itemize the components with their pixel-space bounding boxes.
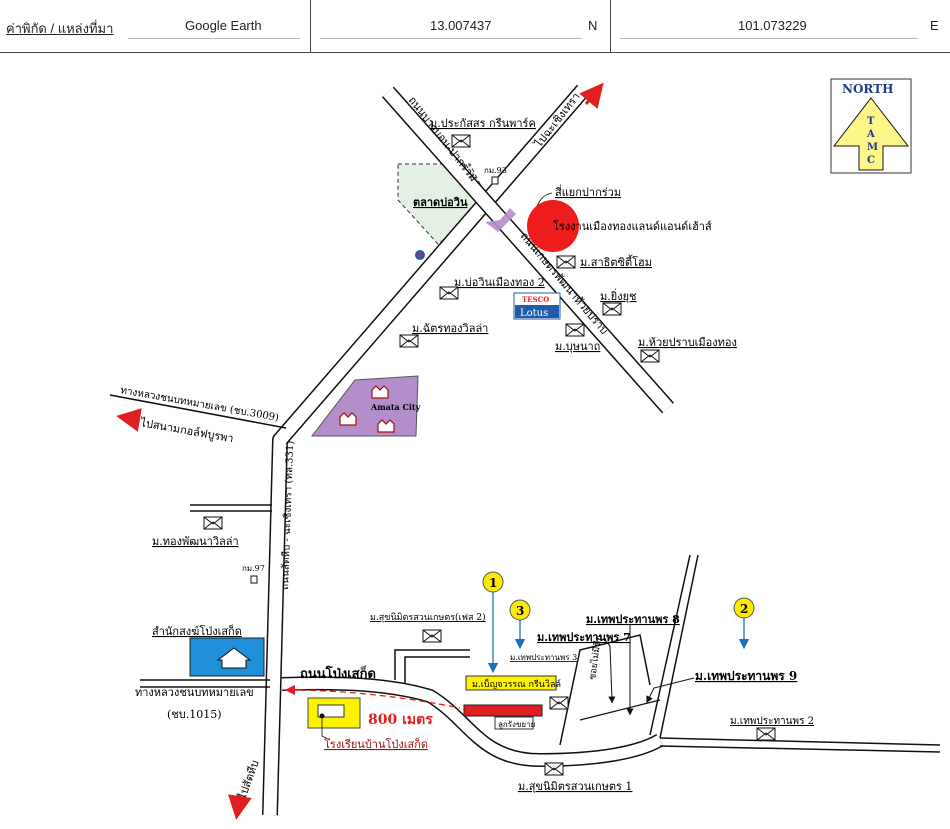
school-pointer <box>321 716 331 741</box>
compass-letter-c: C <box>867 155 875 166</box>
compass-letter-a: A <box>866 129 875 140</box>
m-bunyanat-label: ม.บุษนาถ <box>555 340 600 353</box>
m-chatchon-envelope-icon <box>399 334 419 348</box>
distance-dashed-line <box>289 689 461 709</box>
m-thep9-label: ม.เทพประทานพร 9 <box>695 669 797 683</box>
coord-cell: ค่าพิกัด / แหล่งที่มา Google Earth <box>0 0 311 52</box>
benjawan-label-box <box>465 675 557 691</box>
to-chachoengsao-label: ไปฉะเชิงเทรา <box>532 90 583 150</box>
m-bowin-envelope-icon <box>439 286 459 300</box>
m-suksomboon1-label: ม.สุขนิมิตรสวนเกษตร 1 <box>518 780 632 793</box>
coord-label: ค่าพิกัด / แหล่งที่มา <box>6 21 114 36</box>
m-chatchon-label: ม.ฉัตรทองวิลล่า <box>412 322 488 335</box>
to-golf-arrow <box>116 408 142 432</box>
tesco-label: TESCO <box>522 295 549 304</box>
market-label: ตลาดบ่อวิน <box>413 196 468 209</box>
marker-1: 1 <box>482 571 504 674</box>
source-value: Google Earth <box>185 18 262 33</box>
amata-label: Amata City <box>370 402 421 412</box>
marker-2: 2 <box>733 597 755 650</box>
m-sathit-envelope-icon <box>556 255 576 269</box>
road-pong-label: ถนนโป่งเสก็ด <box>300 664 376 682</box>
road-main-label: ถนนสัตหีบ - ฉะเชิงเทรา (ทล.331) <box>279 440 296 590</box>
to-golf-label: ไปสนามกอล์ฟบูรพา <box>138 416 234 445</box>
fuel-station-icon <box>415 250 425 260</box>
factory-marker <box>527 200 579 252</box>
nearby-label: ลูกรังขยาย <box>498 720 535 730</box>
longitude-cell: 101.073229 E <box>610 0 950 52</box>
km97-label: กม.97 <box>242 564 265 573</box>
factory-label: โรงงานเมืองทองแลนด์แอนด์เฮ้าส์ <box>553 219 712 233</box>
m-sathit-label: ม.สาธิตซิตี้โฮม <box>580 254 652 269</box>
compass-title: NORTH <box>842 82 893 96</box>
m-thep8-label: ม.เทพประทานพร 8 <box>586 613 680 626</box>
compass-letter-m: M <box>867 142 878 153</box>
m-thongpat-label: ม.ทองพัฒนาวิลล่า <box>152 535 239 548</box>
highway-1015-label-b: (ชบ.1015) <box>167 708 222 721</box>
m-huaiprap-label: ม.ห้วยปราบเมืองทอง <box>638 336 737 349</box>
m-thongpat-envelope-icon <box>203 516 223 530</box>
header-bar: ค่าพิกัด / แหล่งที่มา Google Earth 13.00… <box>0 0 950 53</box>
m-bowin-label: ม.บ่อวินเมืองทอง 2 <box>454 276 545 289</box>
m-prakassorn-envelope-icon <box>451 134 471 148</box>
to-chachoengsao-arrow <box>579 82 604 109</box>
latitude-underline <box>320 38 582 39</box>
latitude-cell: 13.007437 N <box>310 0 611 52</box>
m-huaiprap-envelope-icon <box>640 349 660 363</box>
side-roads <box>140 504 272 688</box>
north-compass: NORTH T A M C <box>830 78 912 174</box>
lotus-label: Lotus <box>520 308 548 319</box>
m-thep7-label: ม.เทพประทานพร 7 <box>537 631 631 644</box>
m-thep3-envelope-icon <box>549 696 569 710</box>
marker-2-label: 2 <box>740 602 748 616</box>
latitude-dir: N <box>588 18 598 33</box>
factory-building-icons <box>339 385 395 433</box>
m-yingyong-envelope-icon <box>602 302 622 316</box>
nearby-label-box <box>494 716 534 730</box>
km97-post-icon <box>250 575 258 584</box>
m-suksomboon2-label: ม.สุขนิมิตรสวนเกษตร(เฟส 2) <box>370 612 486 623</box>
map-canvas: ถนนบางบอน-ปากร่วม ถนนเกษตรพัฒนาห้วยปราบ … <box>109 78 941 820</box>
m-suksomboon1-envelope-icon <box>544 762 564 776</box>
compass-letter-t: T <box>867 116 875 127</box>
junction-purple-area <box>485 208 516 232</box>
m-thep3-label: ม.เทพประทานพร 3 <box>510 653 577 662</box>
pak-ruam-label: สี่แยกปากร่วม <box>555 184 621 199</box>
latitude-value: 13.007437 <box>430 18 492 33</box>
to-sattahip-arrow <box>227 794 252 820</box>
m-bunyanat-envelope-icon <box>565 323 585 337</box>
m-thep2-label: ม.เทพประทานพร 2 <box>730 716 814 727</box>
marker-3-label: 3 <box>516 604 524 618</box>
km93-label: กม.93 <box>484 166 507 175</box>
office-temple-icon <box>216 647 252 669</box>
marker-1-label: 1 <box>489 576 497 590</box>
marker-3: 3 <box>509 599 531 650</box>
north-arrow-icon <box>832 97 910 171</box>
distance-label: 800 เมตร <box>368 712 433 728</box>
cross-road <box>382 86 674 414</box>
office-label: สำนักสงฆ์โป่งเสก็ด <box>152 624 242 638</box>
km93-post-icon <box>491 176 499 185</box>
location-map: ถนนบางบอน-ปากร่วม ถนนเกษตรพัฒนาห้วยปราบ … <box>0 52 950 825</box>
m-suksomboon2-envelope-icon <box>422 629 442 643</box>
subject-property <box>463 704 543 717</box>
m-thep7-pointer <box>604 639 616 704</box>
highway-3009-road <box>109 394 287 429</box>
m-thep9-pointer <box>646 677 695 704</box>
m-thep2-envelope-icon <box>756 727 776 741</box>
m-prakassorn-label: ม.ประกัสสร กรีนพาร์ค <box>430 117 536 130</box>
pong-saked-road <box>281 554 941 768</box>
m-benjawan-label: ม.เบ็ญจวรรณ กรีนวิลล์ <box>472 677 561 690</box>
school-building-icon <box>317 704 345 718</box>
source-underline <box>128 38 300 39</box>
tesco-lotus-logo: TESCO Lotus <box>513 292 561 320</box>
longitude-underline <box>620 38 918 39</box>
longitude-value: 101.073229 <box>738 18 807 33</box>
highway-1015-label-a: ทางหลวงชนบทหมายเลข <box>135 686 254 699</box>
school-pointer-dot <box>319 713 325 719</box>
school-label: โรงเรียนบ้านโป่งเสก็ด <box>324 737 428 751</box>
longitude-dir: E <box>930 18 939 33</box>
m-yingyong-label: ม.ยิ่งยุช <box>600 288 636 303</box>
